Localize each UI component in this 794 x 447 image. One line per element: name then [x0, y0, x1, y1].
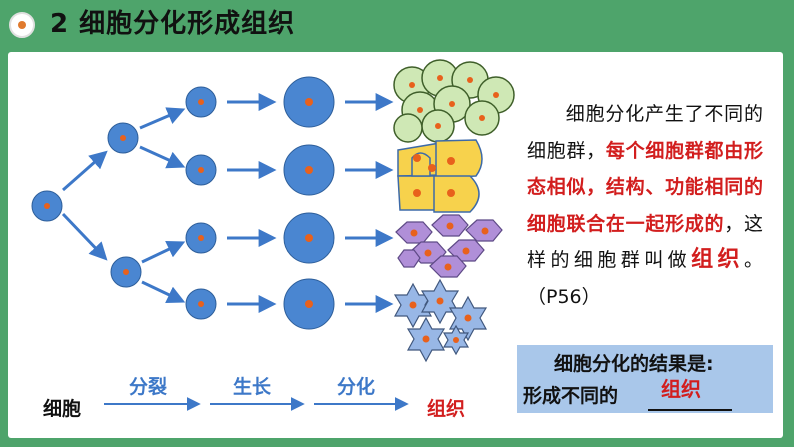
title-text: 细胞分化形成组织 [79, 9, 296, 39]
paragraph-term: 组织 [691, 247, 744, 272]
result-prefix: 形成不同的 [523, 385, 619, 407]
title-number: 2 [50, 9, 70, 39]
cell [110, 256, 142, 288]
tissue-star-cluster [393, 278, 488, 363]
paragraph-text-3: 。（P56） [527, 249, 763, 308]
flow-start-label: 细胞 [43, 398, 82, 420]
paragraph-text-1: 细胞分化产生了不同的细胞群， [527, 103, 763, 162]
result-answer: 组织 [661, 377, 701, 401]
arrow [62, 150, 108, 192]
answer-blank [648, 384, 732, 411]
cell [283, 144, 335, 196]
flow-step-grow: 生长 [233, 376, 272, 398]
arrow [61, 212, 108, 261]
page-title: 2 细胞分化形成组织 [50, 8, 295, 40]
cells [31, 76, 335, 330]
cell [31, 190, 63, 222]
cell [283, 76, 335, 128]
flow-end-label: 组织 [427, 398, 466, 420]
cell [185, 86, 217, 118]
tissue-yellow-cluster [397, 139, 483, 213]
tissue-purple-cluster [395, 214, 503, 278]
flow-step-differentiate: 分化 [337, 376, 376, 398]
cell [283, 212, 335, 264]
cell [185, 154, 217, 186]
flow-step-divide: 分裂 [129, 376, 168, 398]
title-bullet-icon [9, 12, 35, 38]
branch-arrows [61, 93, 394, 313]
cell [185, 288, 217, 320]
result-question: 细胞分化的结果是: [554, 353, 714, 375]
paragraph-highlight: 每个细胞群都由形态相似，结构、功能相同的细胞联合在一起形成的 [527, 139, 763, 235]
cell [283, 278, 335, 330]
explanation-paragraph: 细胞分化产生了不同的细胞群，每个细胞群都由形态相似，结构、功能相同的细胞联合在一… [527, 96, 763, 315]
cell [185, 222, 217, 254]
arrow [141, 241, 186, 264]
tissue-green-cluster [393, 59, 515, 143]
arrow [139, 107, 186, 130]
cell [107, 122, 139, 154]
result-box: 细胞分化的结果是: 形成不同的 组织 [517, 345, 773, 413]
paragraph-text-2: ，这样的细胞群叫做 [527, 212, 763, 272]
arrow [141, 280, 186, 303]
arrow [139, 145, 186, 169]
title-bar: 2 细胞分化形成组织 [0, 0, 794, 48]
